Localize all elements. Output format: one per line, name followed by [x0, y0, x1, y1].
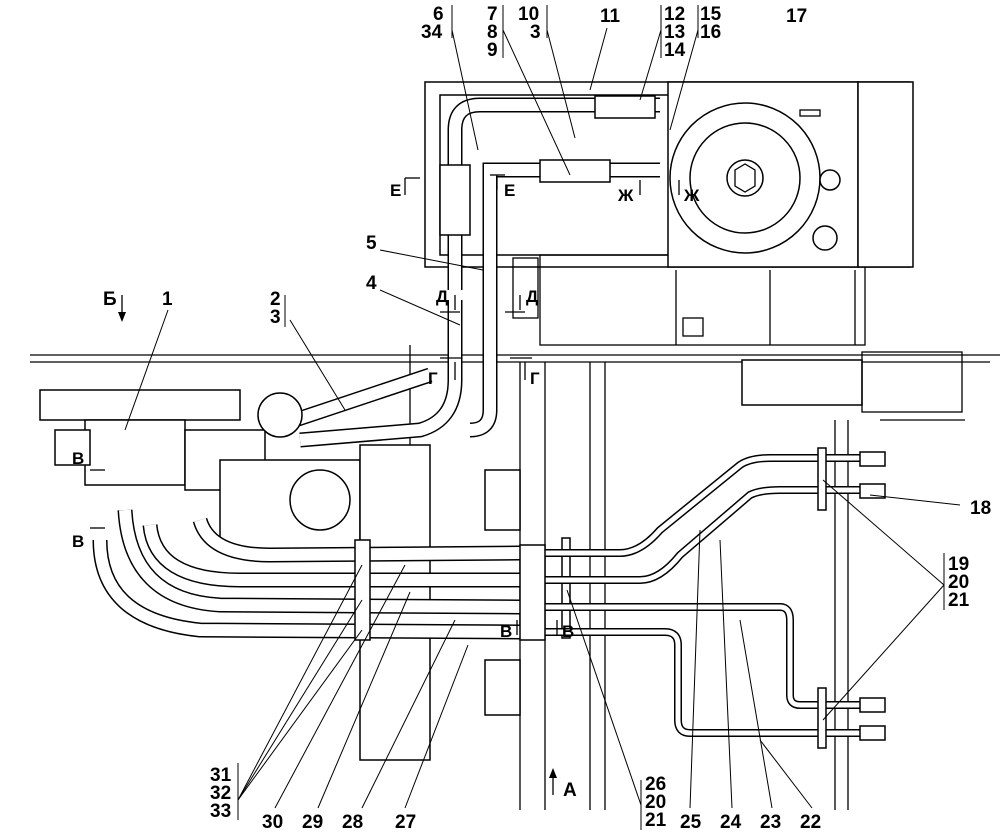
- section-v-bottom-left: В: [72, 532, 84, 551]
- callout-21-right: 21: [948, 590, 970, 611]
- callout-17: 17: [786, 6, 807, 27]
- callout-28: 28: [342, 812, 363, 833]
- callout-6: 6: [433, 4, 444, 25]
- callout-5: 5: [366, 233, 377, 254]
- steel-pipes: [519, 447, 886, 749]
- view-b-label: Б: [103, 289, 117, 310]
- callout-20-bottom: 20: [645, 792, 666, 813]
- callout-10: 10: [518, 4, 539, 25]
- callout-13: 13: [664, 22, 685, 43]
- callout-16: 16: [700, 22, 721, 43]
- callout-15: 15: [700, 4, 722, 25]
- section-v-bottom-mid-right: В: [562, 622, 574, 641]
- callout-2: 2: [270, 289, 281, 310]
- section-v-bottom-mid-left: В: [500, 622, 512, 641]
- callout-24: 24: [720, 812, 742, 833]
- callout-9: 9: [487, 40, 498, 61]
- callout-22: 22: [800, 812, 821, 833]
- callout-18: 18: [970, 498, 991, 519]
- callout-4: 4: [366, 273, 377, 294]
- callout-labels: 6 34 7 8 9 10 3 11 12 13 14 15 16 17 Б 1…: [103, 4, 991, 833]
- section-v-top-left: В: [72, 449, 84, 468]
- callout-3-left: 3: [270, 307, 281, 328]
- gearbox-housing: [667, 81, 914, 268]
- callout-14: 14: [664, 40, 686, 61]
- section-d-left: Д: [436, 287, 448, 306]
- callout-29: 29: [302, 812, 323, 833]
- callout-34: 34: [421, 22, 443, 43]
- callout-33: 33: [210, 801, 231, 822]
- callout-3-top: 3: [530, 22, 541, 43]
- upper-pipes: [277, 95, 660, 448]
- section-marks: Е Е Ж Ж Д Д Г Г В В В В: [72, 174, 700, 641]
- callout-26: 26: [645, 774, 666, 795]
- section-g-left: Г: [428, 369, 438, 388]
- callout-32: 32: [210, 783, 231, 804]
- section-e-left: Е: [390, 181, 401, 200]
- section-e-right: Е: [504, 181, 515, 200]
- callout-19: 19: [948, 554, 969, 575]
- hose-bundle: [92, 509, 571, 641]
- section-d-right: Д: [526, 287, 538, 306]
- callout-21-bottom: 21: [645, 810, 667, 831]
- callout-27: 27: [395, 812, 416, 833]
- leader-lines: [118, 5, 961, 830]
- view-a-label: А: [563, 780, 577, 801]
- callout-20-right: 20: [948, 572, 969, 593]
- callout-7: 7: [487, 4, 498, 25]
- callout-23: 23: [760, 812, 781, 833]
- section-g-right: Г: [530, 369, 540, 388]
- callout-25: 25: [680, 812, 702, 833]
- callout-12: 12: [664, 4, 685, 25]
- section-zh-left: Ж: [617, 186, 634, 205]
- callout-30: 30: [262, 812, 283, 833]
- callout-1: 1: [162, 289, 173, 310]
- callout-31: 31: [210, 765, 232, 786]
- callout-8: 8: [487, 22, 498, 43]
- section-zh-right: Ж: [683, 186, 700, 205]
- callout-11: 11: [600, 6, 621, 27]
